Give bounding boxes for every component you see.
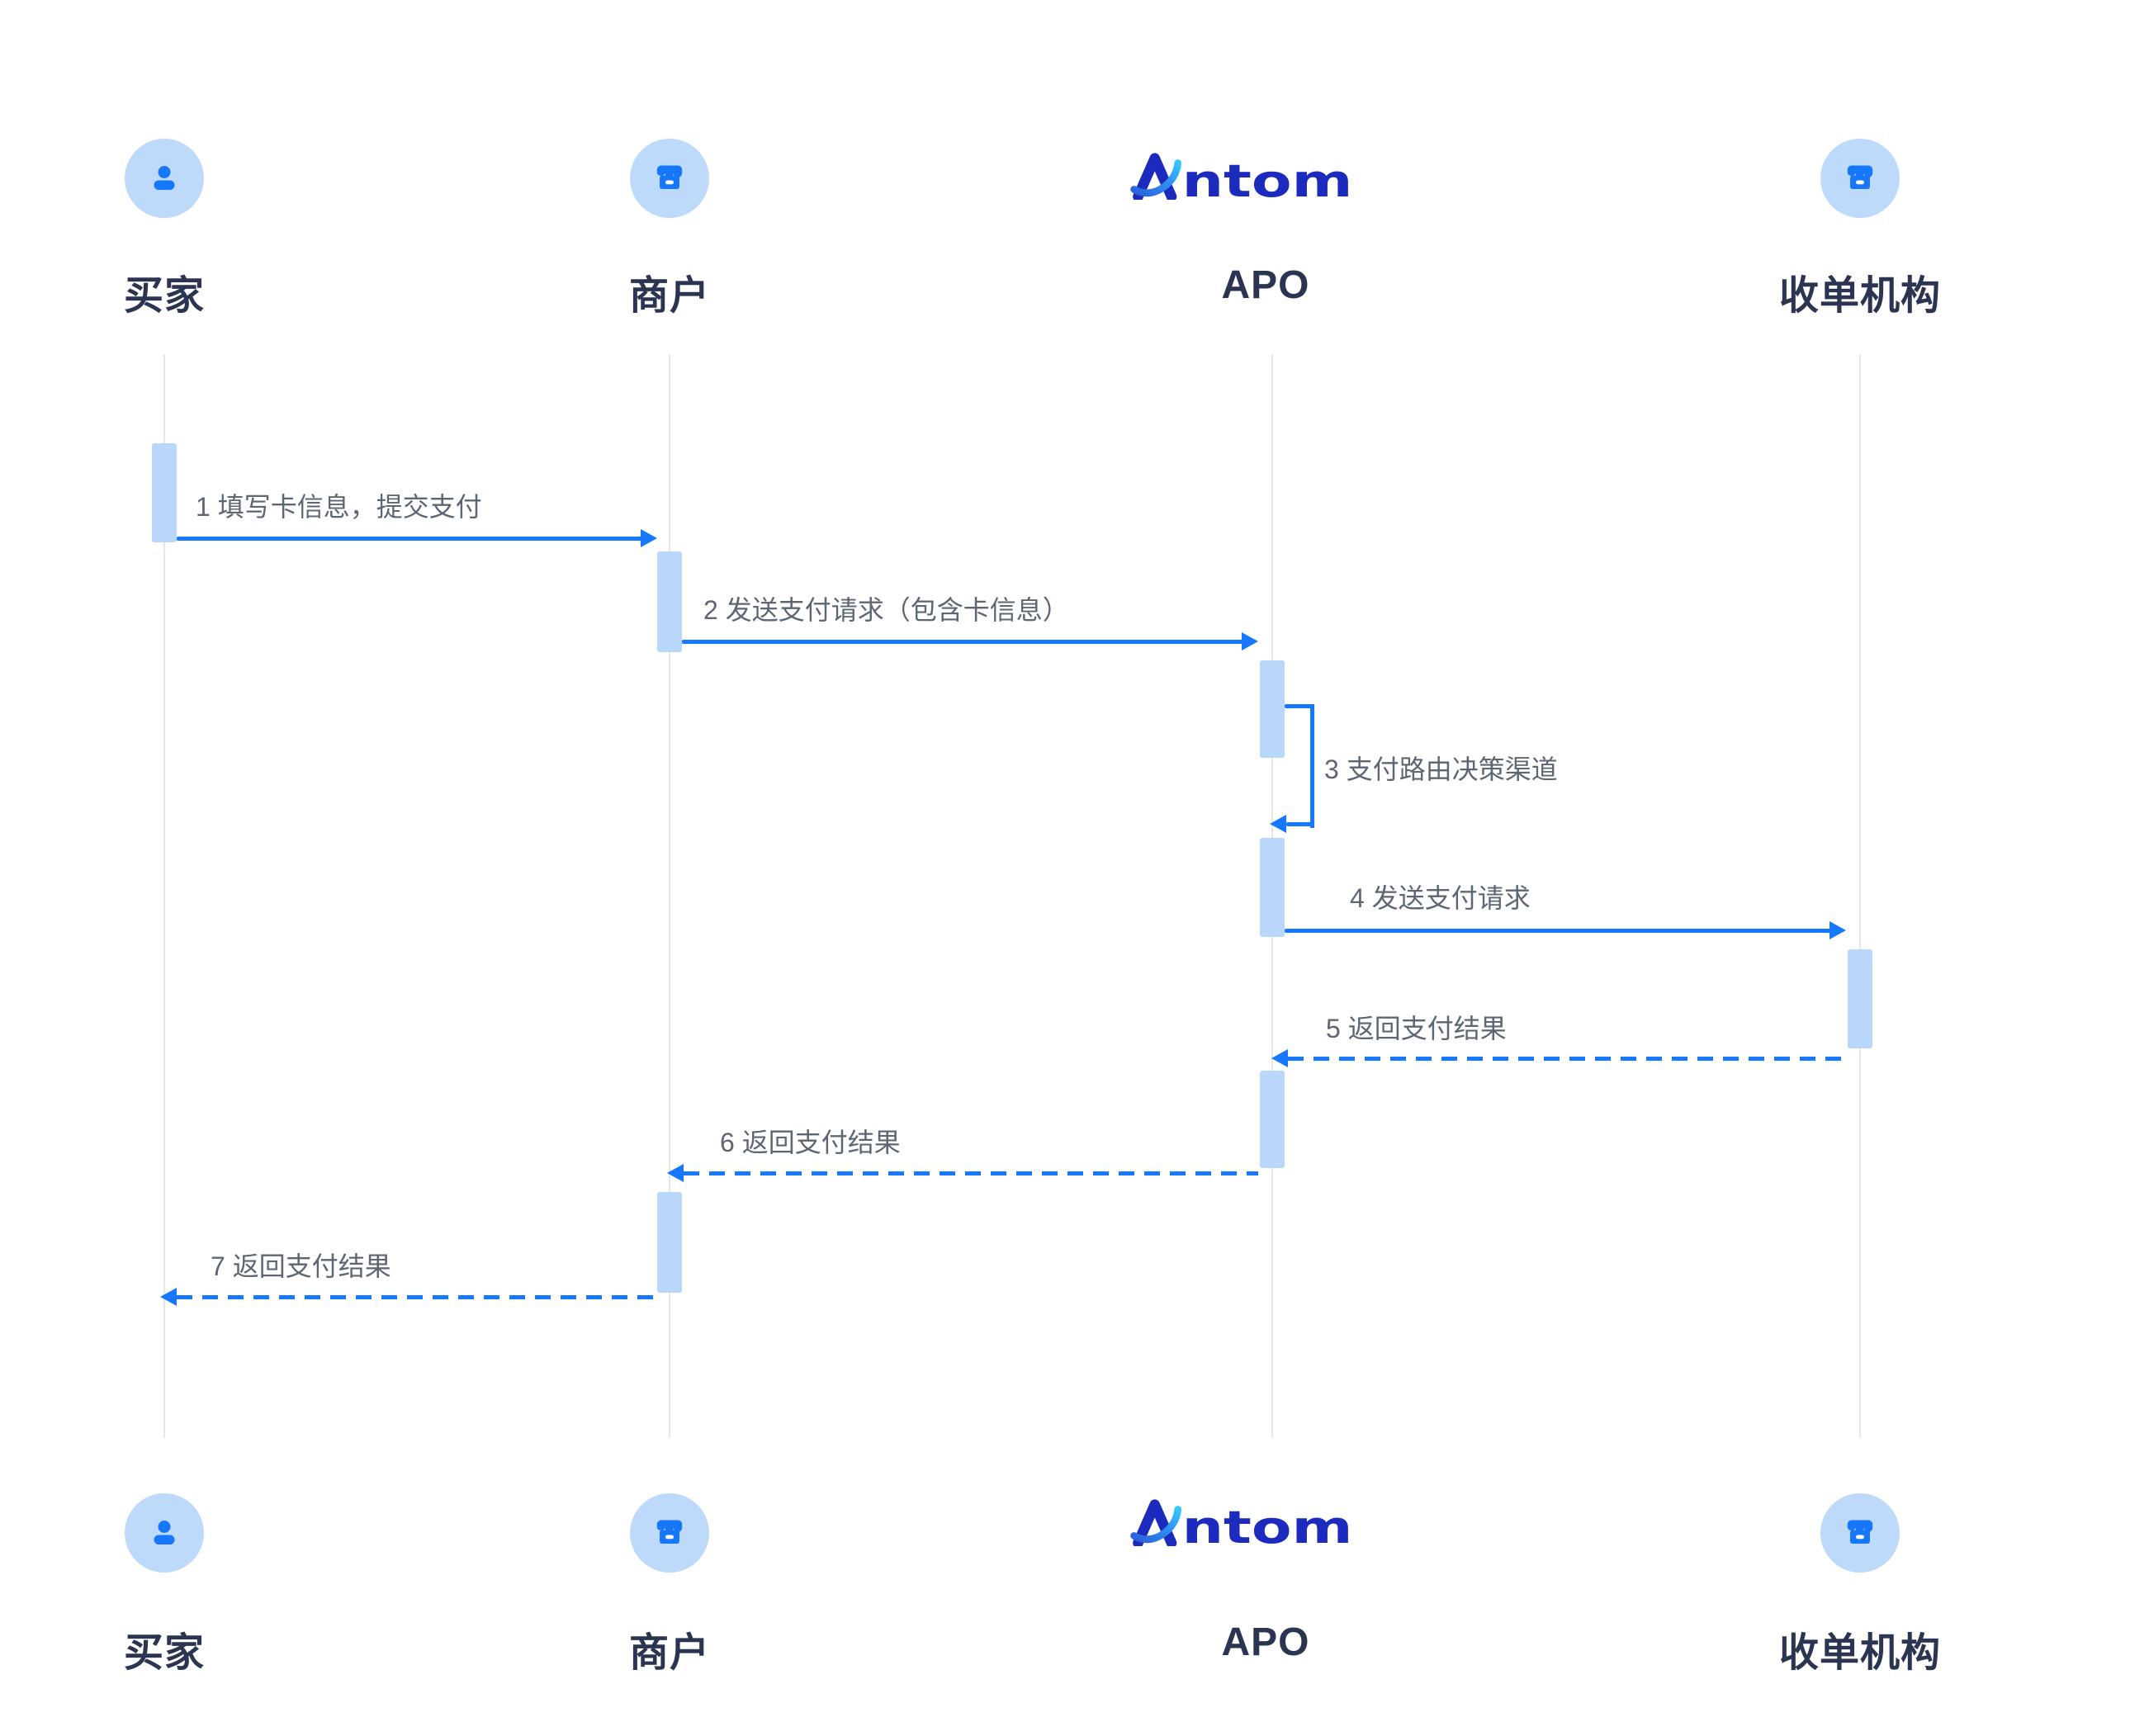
activation-apo-2 xyxy=(1260,838,1285,937)
storefront-icon xyxy=(630,139,709,218)
message-2-label: 2 发送支付请求（包含卡信息） xyxy=(703,595,1069,625)
activation-apo-1 xyxy=(1260,660,1285,758)
message-6-label: 6 返回支付结果 xyxy=(720,1128,901,1157)
message-4-arrowhead-icon xyxy=(1829,921,1846,939)
message-6-line xyxy=(684,1171,1258,1175)
message-1-line xyxy=(177,537,642,541)
activation-apo-3 xyxy=(1260,1071,1285,1168)
message-3-loop-side xyxy=(1310,704,1314,828)
message-5-label: 5 返回支付结果 xyxy=(1326,1014,1507,1043)
storefront-icon xyxy=(1820,139,1900,218)
message-1-label: 1 填写卡信息，提交支付 xyxy=(196,492,482,522)
participant-label-acquirer: 收单机构 xyxy=(1778,1631,1942,1675)
antom-logo-text: ntom xyxy=(1182,1502,1353,1546)
lifeline-acquirer xyxy=(1859,355,1861,1438)
message-5-line xyxy=(1288,1057,1848,1061)
antom-logo: ntom xyxy=(1129,1498,1360,1554)
participant-label-apo: APO xyxy=(1221,263,1310,307)
message-6-arrowhead-icon xyxy=(667,1164,684,1182)
storefront-icon xyxy=(630,1493,709,1573)
message-3-label: 3 支付路由决策渠道 xyxy=(1324,754,1558,784)
participant-label-acquirer: 收单机构 xyxy=(1778,274,1942,318)
message-3-arrowhead-icon xyxy=(1270,815,1286,833)
user-icon xyxy=(125,1493,204,1573)
message-5-arrowhead-icon xyxy=(1271,1049,1288,1067)
message-4-line xyxy=(1285,929,1831,933)
activation-merchant-2 xyxy=(657,1192,682,1293)
message-4-label: 4 发送支付请求 xyxy=(1350,883,1531,913)
message-7-label: 7 返回支付结果 xyxy=(211,1251,391,1281)
lifeline-merchant xyxy=(669,355,670,1438)
activation-buyer xyxy=(152,443,177,542)
participant-label-buyer: 买家 xyxy=(123,274,206,318)
message-1-arrowhead-icon xyxy=(641,529,657,547)
activation-acquirer xyxy=(1848,949,1872,1048)
message-7-line xyxy=(177,1295,656,1299)
message-2-line xyxy=(682,640,1243,644)
participant-label-buyer: 买家 xyxy=(123,1631,206,1675)
message-2-arrowhead-icon xyxy=(1242,632,1258,650)
lifeline-buyer xyxy=(163,355,165,1438)
message-3-loop-bottom xyxy=(1286,822,1314,826)
activation-merchant-1 xyxy=(657,551,682,652)
participant-label-merchant: 商户 xyxy=(628,274,711,318)
participant-label-apo: APO xyxy=(1221,1620,1310,1664)
message-7-arrowhead-icon xyxy=(160,1288,177,1306)
user-icon xyxy=(125,139,204,218)
participant-label-merchant: 商户 xyxy=(628,1631,711,1675)
antom-logo: ntom xyxy=(1129,152,1360,207)
antom-logo-text: ntom xyxy=(1182,155,1353,200)
message-3-loop-top xyxy=(1285,704,1314,708)
storefront-icon xyxy=(1820,1493,1900,1573)
